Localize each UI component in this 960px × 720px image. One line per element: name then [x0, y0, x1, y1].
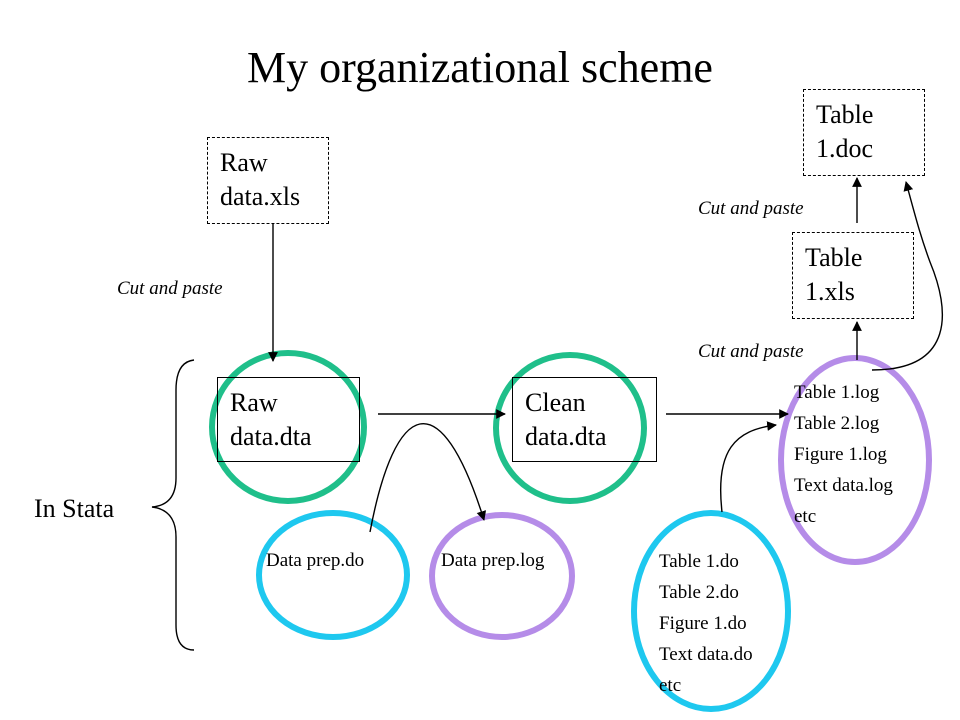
raw-data-dta-line-1: Raw	[230, 388, 278, 417]
clean-data-dta-box: Clean data.dta	[512, 377, 657, 462]
in-stata-brace	[151, 359, 195, 651]
data-prep-log-ellipse	[429, 512, 575, 640]
list-item: Table 1.log	[794, 382, 880, 403]
list-item: Figure 1.log	[794, 444, 887, 465]
list-item: Figure 1.do	[659, 613, 747, 634]
do-files-list: Table 1.do Table 2.do Figure 1.do Text d…	[659, 546, 753, 701]
clean-dta-ellipse	[493, 352, 647, 504]
list-item: Text data.log	[794, 475, 893, 496]
list-item: etc	[659, 675, 682, 696]
list-item: Table 2.log	[794, 413, 880, 434]
arrow-logs-to-doc-curve	[871, 181, 944, 371]
arrow-do-to-log-curve	[369, 422, 487, 533]
table-1-doc-box: Table 1.doc	[803, 89, 925, 176]
list-item: Table 1.do	[659, 551, 739, 572]
clean-data-dta-line-1: Clean	[525, 388, 586, 417]
table-1-xls-line-2: 1.xls	[805, 277, 855, 306]
in-stata-label: In Stata	[34, 494, 115, 523]
table-1-xls-line-1: Table	[805, 243, 863, 272]
raw-data-xls-line-2: data.xls	[220, 182, 301, 211]
table-1-xls-box: Table 1.xls	[792, 232, 914, 319]
raw-data-xls-box: Raw data.xls	[207, 137, 329, 224]
raw-data-xls-line-1: Raw	[220, 148, 268, 177]
arrow-do-files-to-logs	[720, 421, 777, 513]
table-1-doc-line-2: 1.doc	[816, 134, 874, 163]
cut-paste-label-left: Cut and paste	[117, 278, 223, 299]
list-item: etc	[794, 506, 817, 527]
raw-data-dta-line-2: data.dta	[230, 422, 312, 451]
do-files-ellipse	[631, 510, 791, 712]
list-item: Text data.do	[659, 644, 753, 665]
cut-paste-label-xls: Cut and paste	[698, 341, 804, 362]
clean-data-dta-line-2: data.dta	[525, 422, 607, 451]
list-item: Table 2.do	[659, 582, 739, 603]
table-1-doc-line-1: Table	[816, 100, 874, 129]
data-prep-do-label: Data prep.do	[266, 550, 365, 571]
data-prep-do-ellipse	[256, 510, 410, 640]
log-files-ellipse	[778, 355, 932, 565]
page-title: My organizational scheme	[247, 43, 713, 92]
cut-paste-label-doc: Cut and paste	[698, 198, 804, 219]
raw-data-dta-box: Raw data.dta	[217, 377, 360, 462]
data-prep-log-label: Data prep.log	[441, 550, 545, 571]
log-files-list: Table 1.log Table 2.log Figure 1.log Tex…	[794, 377, 893, 532]
raw-dta-ellipse	[209, 350, 367, 504]
